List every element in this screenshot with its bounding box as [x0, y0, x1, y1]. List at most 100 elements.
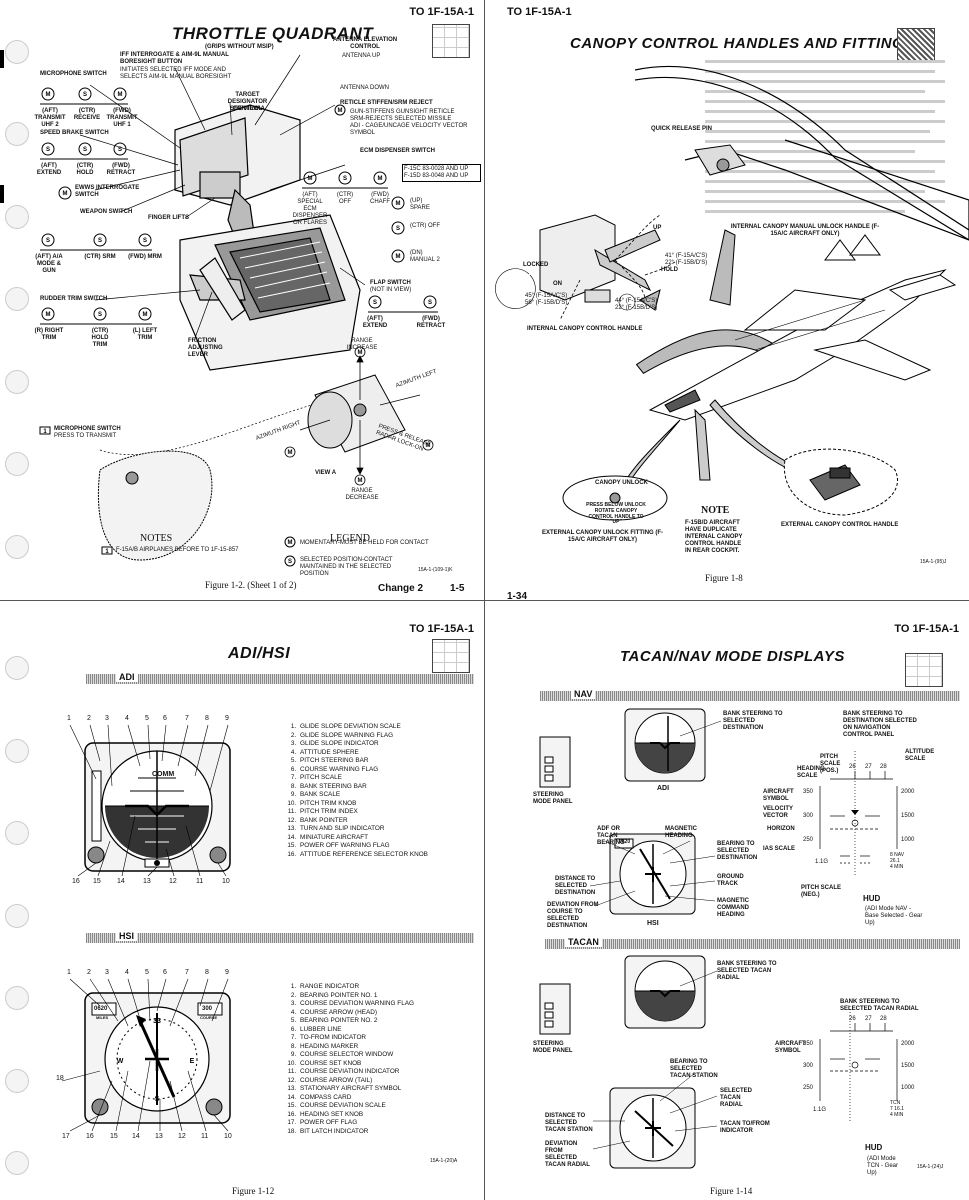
quick-release-pin: QUICK RELEASE PIN [651, 126, 713, 132]
binder-hole [5, 821, 29, 845]
speed-pos-aft: (AFT) EXTEND [36, 163, 62, 176]
hsi-callout-9: 9 [225, 969, 229, 976]
subtitle: (GRIPS WITHOUT MSIP) [205, 44, 274, 50]
tacan-selected-radial: SELECTED TACAN RADIAL [720, 1088, 753, 1108]
tacan-hud-info: TCN 7 16.1 4 MIN [890, 1100, 904, 1118]
nav-distance-dest: DISTANCE TO SELECTED DESTINATION [555, 876, 596, 896]
adi-callout-8: 8 [205, 715, 209, 722]
ecm-label: ECM DISPENSER SWITCH [360, 148, 436, 154]
tacan-distance-station: DISTANCE TO SELECTED TACAN STATION [545, 1113, 593, 1133]
figure-caption: Figure 1-12 [232, 1186, 275, 1196]
weapon-switch-label: WEAPON SWITCH [80, 209, 133, 215]
figure-code: 15A-1-(109-1)K [418, 567, 453, 573]
range-increase: RANGE INCREASE [346, 338, 378, 351]
list-item: ATTITUDE SPHERE [298, 749, 478, 758]
angle-41: 41° (F-15A/C'S) 22° (F-15B/D'S) [665, 253, 708, 266]
list-item: PITCH STEERING BAR [298, 757, 478, 766]
locked-label: LOCKED [523, 262, 549, 268]
hsi-band [86, 933, 474, 943]
svg-text:M: M [288, 450, 293, 456]
internal-manual-unlock: INTERNAL CANOPY MANUAL UNLOCK HANDLE (F-… [730, 224, 880, 237]
angle-44: 44° (F-15A/C'S) 22° (F-15B/D'S) [615, 298, 658, 311]
ecm-extra-up: (UP) SPARE [410, 198, 430, 211]
tacan-tofrom: TACAN TO/FROM INDICATOR [720, 1121, 770, 1134]
adi-callout-2: 2 [87, 715, 91, 722]
binder-hole [5, 122, 29, 146]
figure-caption: Figure 1-14 [710, 1186, 753, 1196]
list-item: COURSE ARROW (HEAD) [298, 1009, 478, 1018]
tacan-hud-mode: (ADI Mode TCN - Gear Up) [867, 1156, 899, 1176]
iff-label: IFF INTERROGATE & AIM-9L MANUAL BORESIGH… [120, 52, 229, 65]
binder-hole [5, 205, 29, 229]
list-item: STATIONARY AIRCRAFT SYMBOL [298, 1085, 478, 1094]
hsi-callout-4: 4 [125, 969, 129, 976]
legend-title: LEGEND [330, 533, 370, 544]
list-item: PITCH TRIM INDEX [298, 808, 478, 817]
page-tacan-nav: TO 1F-15A-1 TACAN/NAV MODE DISPLAYS NAV … [485, 601, 969, 1200]
hsi-band-label: HSI [116, 931, 138, 941]
tacan-hud-left-1: 350 [803, 1041, 814, 1047]
doc-id: TO 1F-15A-1 [894, 623, 959, 635]
flap-pos-fwd: (FWD) RETRACT [416, 316, 446, 329]
nav-ias-scale: IAS SCALE [763, 846, 796, 852]
hsi-callout-17: 17 [62, 1133, 70, 1140]
hsi-callout-8: 8 [205, 969, 209, 976]
iff-desc: INITIATES SELECTED IFF MODE AND SELECTS … [120, 67, 232, 80]
flap-switch-label: FLAP SWITCH [370, 280, 411, 286]
adi-callout-16: 16 [72, 878, 80, 885]
nav-hud-left-3: 250 [803, 837, 814, 843]
list-item: TO-FROM INDICATOR [298, 1034, 478, 1043]
hsi-callout-10: 10 [224, 1133, 232, 1140]
list-item: BANK STEERING BAR [298, 783, 478, 792]
ecm-extra-ctr: (CTR) OFF [410, 223, 440, 229]
binder-hole [5, 452, 29, 476]
hsi-legend-list: RANGE INDICATOR BEARING POINTER NO. 1 CO… [284, 983, 478, 1136]
tacan-hud-right-3: 1000 [901, 1085, 915, 1091]
hsi-callout-3: 3 [105, 969, 109, 976]
up-label: UP [653, 225, 662, 231]
nav-hud-left-1: 350 [803, 789, 814, 795]
rudder-pos-r: (R) RIGHT TRIM [34, 328, 64, 341]
page-title: TACAN/NAV MODE DISPLAYS [620, 648, 845, 665]
nav-heading-tick-2: 27 [865, 764, 872, 770]
tacan-aircraft-symbol: AIRCRAFT SYMBOL [775, 1041, 806, 1054]
nav-hud-right-3: 1000 [901, 837, 915, 843]
svg-text:S: S [83, 92, 87, 98]
nav-hud-label: HUD [863, 894, 881, 903]
binder-hole [5, 986, 29, 1010]
adi-callout-5: 5 [145, 715, 149, 722]
unlock-fitting-text: PRESS BELOW UNLOCK ROTATE CANOPY CONTROL… [586, 502, 646, 526]
list-item: ATTITUDE REFERENCE SELECTOR KNOB [298, 851, 478, 860]
canopy-diagram [495, 60, 969, 521]
svg-text:M: M [396, 201, 401, 207]
nav-hud-left-2: 300 [803, 813, 814, 819]
adi-callout-3: 3 [105, 715, 109, 722]
hsi-callout-2: 2 [87, 969, 91, 976]
nav-aircraft-symbol: AIRCRAFT SYMBOL [763, 789, 794, 802]
hsi-callout-16: 16 [86, 1133, 94, 1140]
ecm-models: F-15C 83-0028 AND UP F-15D 83-0048 AND U… [402, 164, 481, 182]
figure-caption: Figure 1-2. (Sheet 1 of 2) [205, 580, 297, 590]
range-decrease: RANGE DECREASE [345, 488, 379, 501]
tacan-bank-steering: BANK STEERING TO SELECTED TACAN RADIAL [717, 961, 777, 981]
nav-hud-right-1: 2000 [901, 789, 915, 795]
svg-text:S: S [46, 238, 50, 244]
figure-code: 15A-1-(20)A [430, 1158, 458, 1164]
hsi-callout-6: 6 [163, 969, 167, 976]
antenna-down: ANTENNA DOWN [340, 85, 390, 91]
range-window-sub: MILES [96, 1015, 109, 1020]
list-item: PITCH SCALE [298, 774, 478, 783]
nav-pitch-pos: PITCH SCALE (POS.) [820, 754, 841, 774]
nav-hsi-window: 0620 [619, 839, 631, 845]
svg-text:M: M [338, 108, 343, 114]
legend-selected: SELECTED POSITION-CONTACT MAINTAINED IN … [300, 557, 393, 577]
external-unlock-fitting: EXTERNAL CANOPY UNLOCK FITTING (F-15A/C … [541, 530, 664, 543]
list-item: PITCH TRIM KNOB [298, 800, 478, 809]
svg-text:M: M [358, 478, 363, 484]
list-item: RANGE INDICATOR [298, 983, 478, 992]
tacan-hud-label: HUD [865, 1143, 883, 1152]
hsi-callout-5: 5 [145, 969, 149, 976]
grid-icon [897, 28, 935, 62]
page-throttle-quadrant: TO 1F-15A-1 THROTTLE QUADRANT (GRIPS WIT… [0, 0, 484, 600]
binder-hole [5, 370, 29, 394]
